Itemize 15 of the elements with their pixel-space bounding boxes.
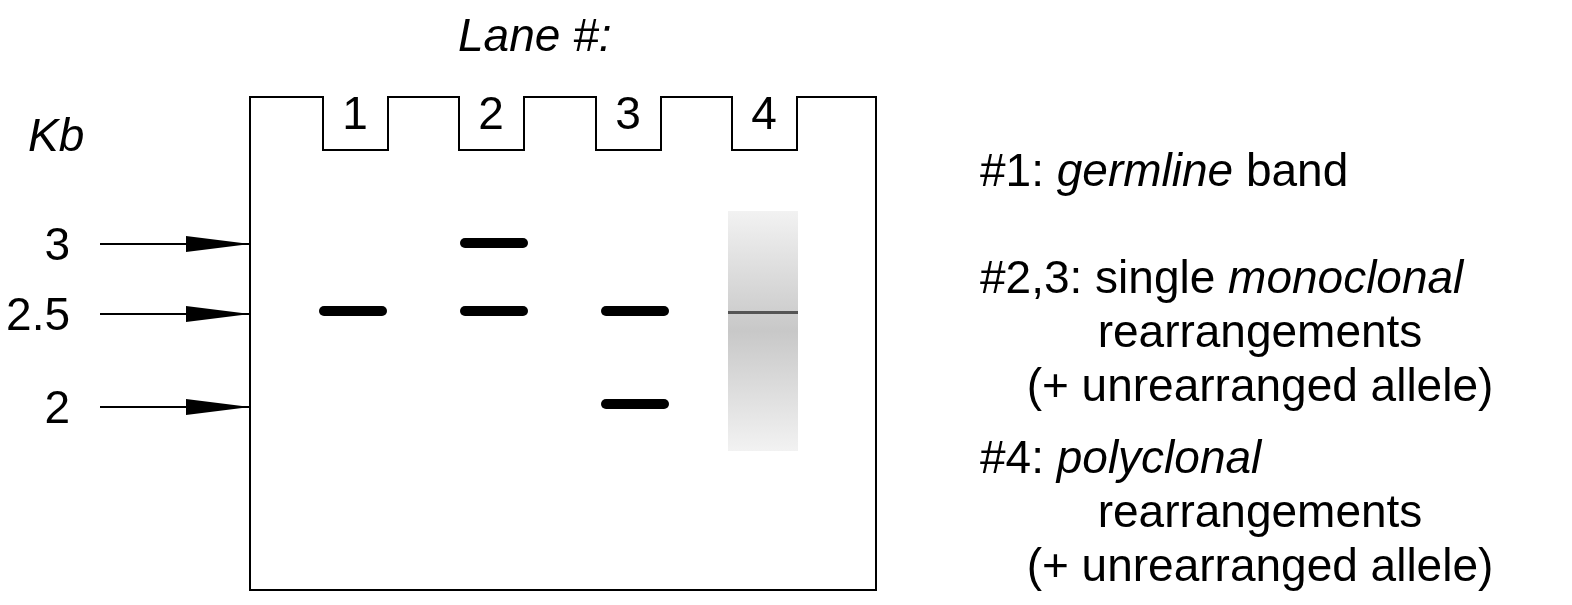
legend-note: #2,3: single monoclonal rearrangements (+ unrearranged allele) [980, 250, 1495, 412]
legend-note: #4: polyclonal rearrangements (+ unrearranged allele) [980, 430, 1495, 592]
lane-number: 4 [750, 86, 778, 140]
size-marker: 2.5 [6, 291, 70, 337]
size-marker: 3 [44, 221, 70, 267]
axis-title: Lane #: [458, 8, 612, 62]
lane-number: 3 [614, 86, 642, 140]
arrow [99, 236, 251, 252]
arrow [99, 306, 251, 322]
size-marker: 2 [44, 384, 70, 430]
unit-label: Kb [28, 108, 85, 162]
lane-number: 2 [477, 86, 505, 140]
arrow [99, 399, 251, 415]
lane-number: 1 [341, 86, 369, 140]
legend-note: #1: germline band [980, 143, 1350, 197]
